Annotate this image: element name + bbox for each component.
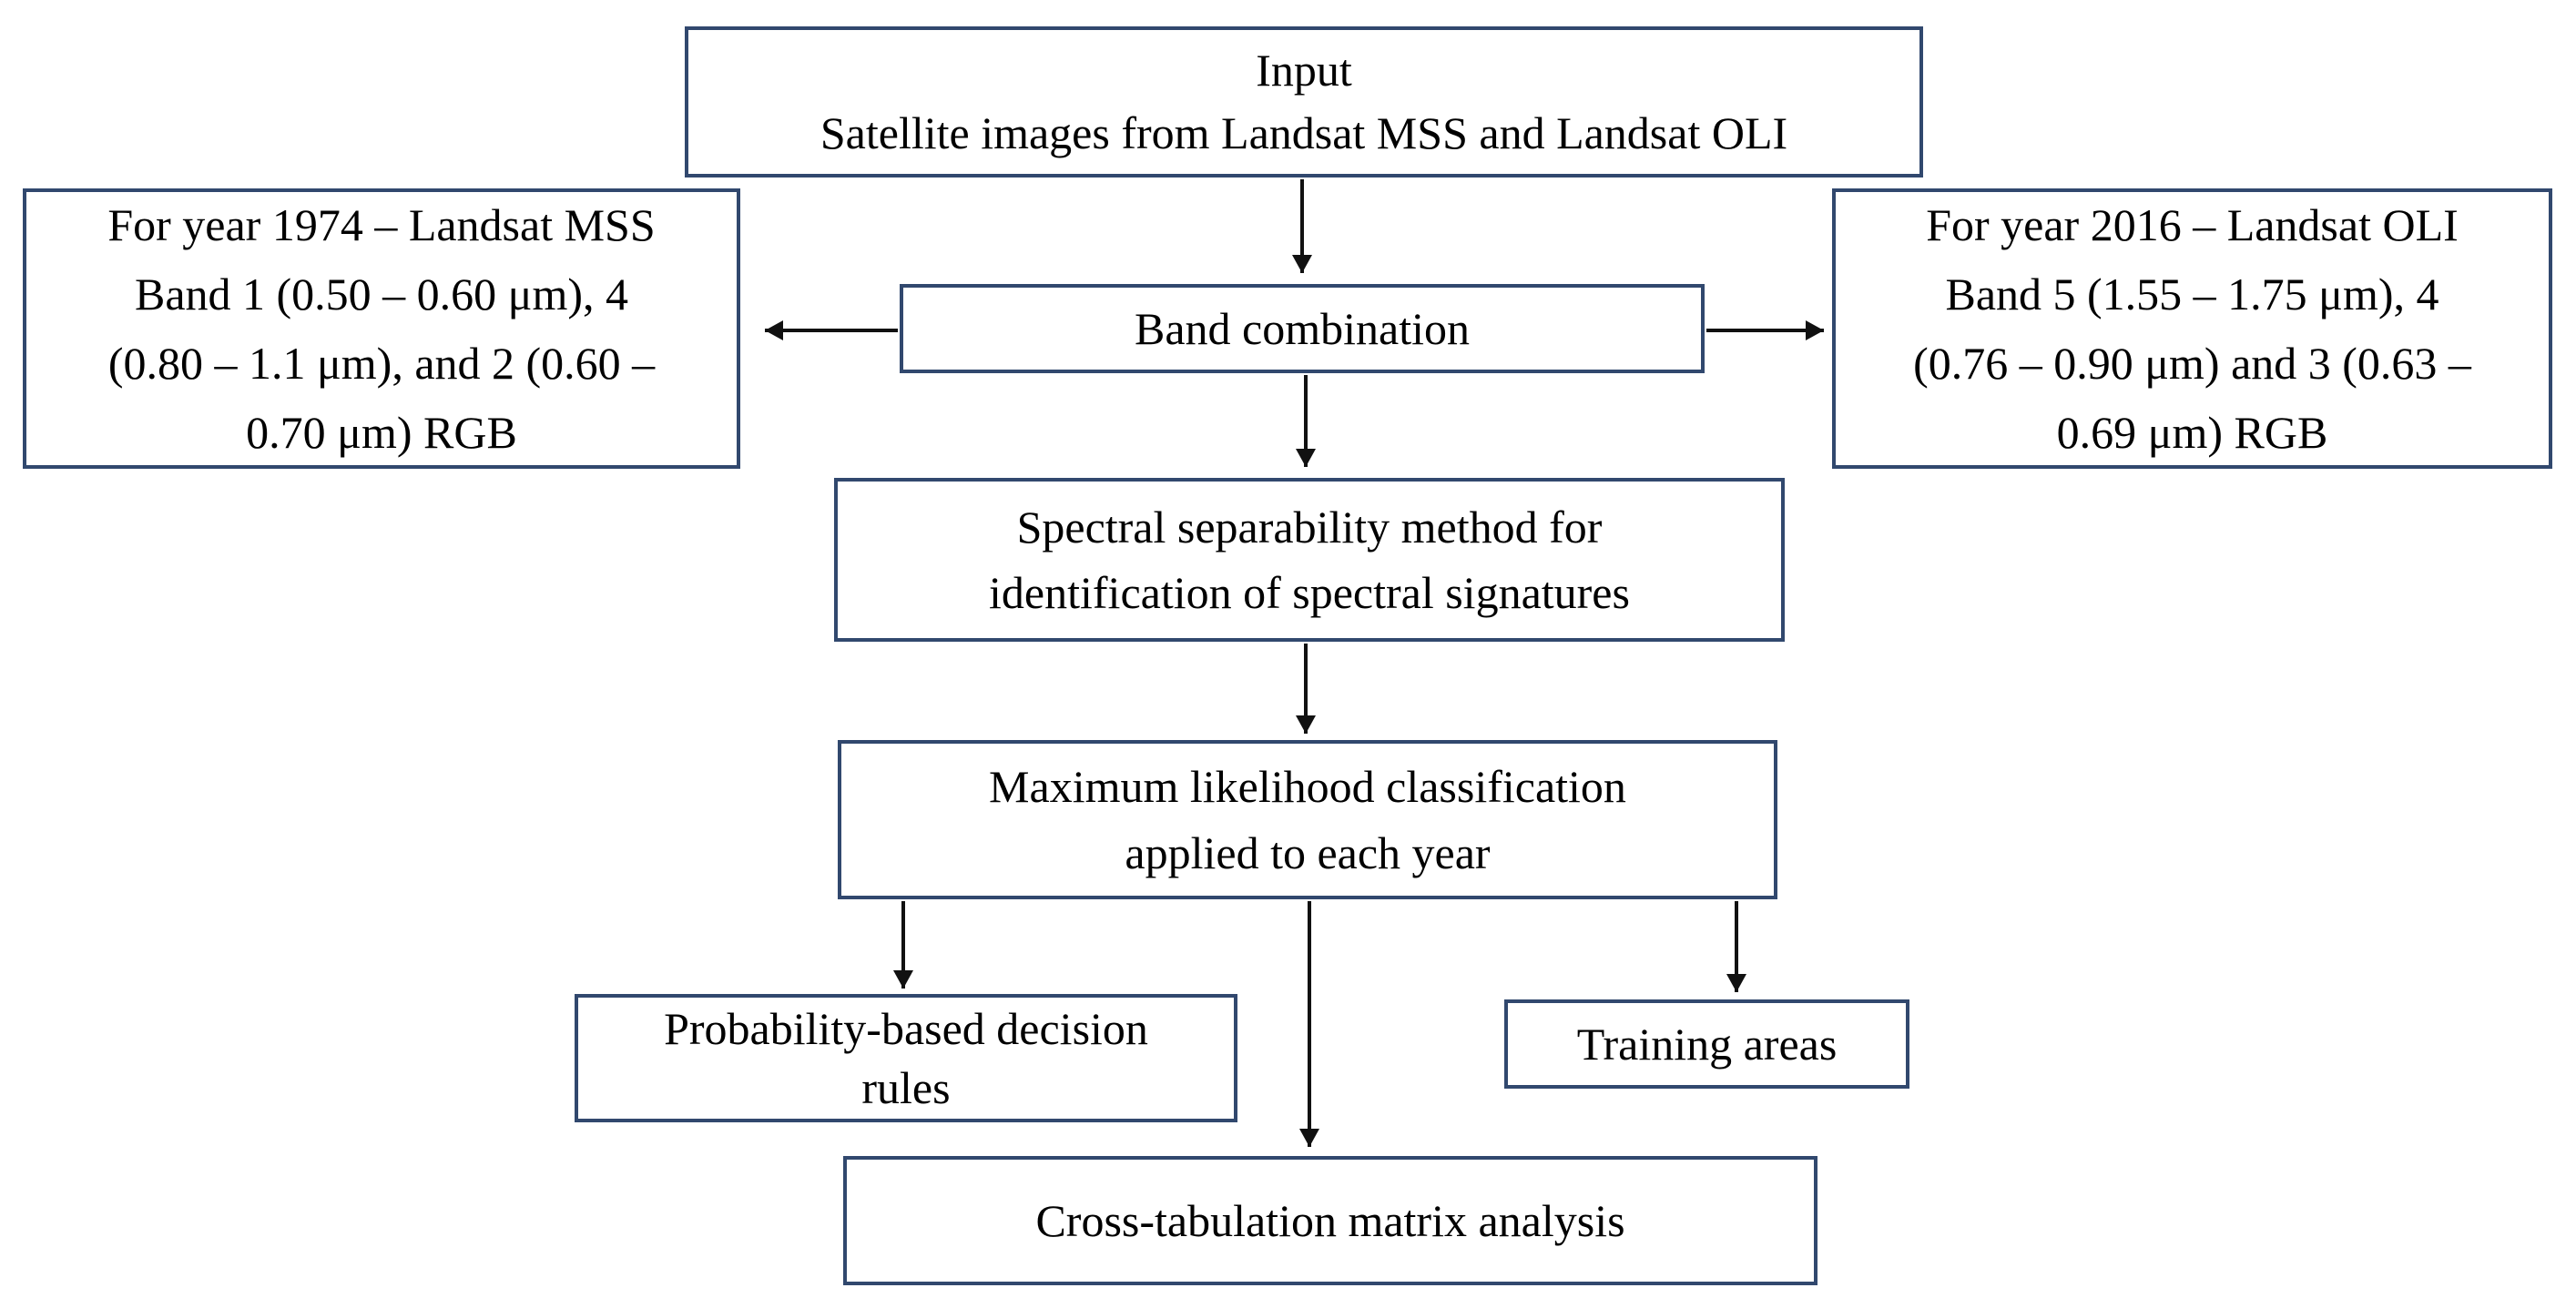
node-cross-tabulation-matrix-analysis: Cross-tabulation matrix analysis (843, 1156, 1817, 1285)
node-training-areas: Training areas (1504, 999, 1909, 1089)
node-year-1974-landsat-mss: For year 1974 – Landsat MSS Band 1 (0.50… (23, 188, 740, 469)
node-band-combination: Band combination (900, 284, 1705, 373)
node-probability-based-decision-rules: Probability-based decision rules (575, 994, 1237, 1122)
node-spectral-separability: Spectral separability method for identif… (834, 478, 1785, 642)
node-maximum-likelihood-classification: Maximum likelihood classification applie… (838, 740, 1777, 899)
node-input: Input Satellite images from Landsat MSS … (685, 26, 1923, 177)
node-year-2016-landsat-oli: For year 2016 – Landsat OLI Band 5 (1.55… (1832, 188, 2552, 469)
